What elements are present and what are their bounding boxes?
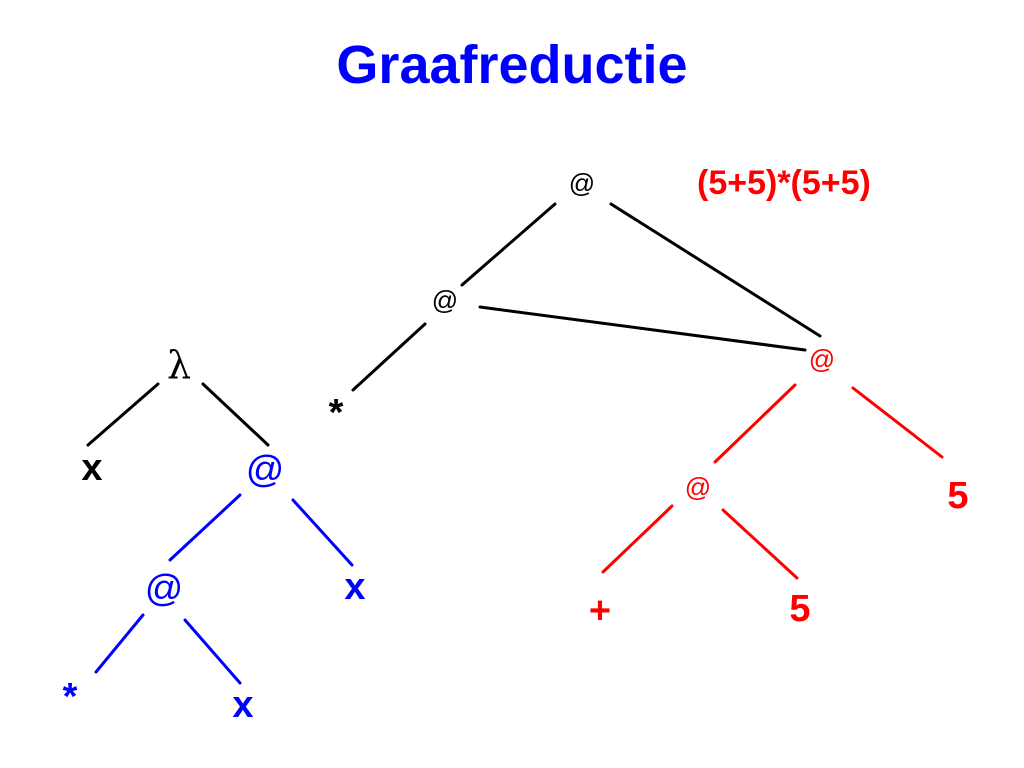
edge-inner-app-to-star [94, 613, 145, 674]
edge-root-to-shared-app [609, 202, 822, 338]
page-title: Graafreductie [336, 35, 688, 95]
blue-edges [94, 493, 354, 685]
edge-inner-app-to-shared-app [478, 305, 807, 352]
edge-app-to-inner-app [168, 493, 242, 562]
body-inner-application-node: @ [144, 568, 184, 610]
edge-inner-app-to-star [351, 322, 427, 392]
black-edges [86, 202, 822, 447]
shared-application-node: @ [808, 344, 836, 374]
multiply-operator-node: * [328, 392, 344, 434]
lambda-node: λ [166, 343, 192, 387]
body-multiply-operator-node: * [62, 676, 78, 718]
number-five-node-left: 5 [789, 588, 811, 630]
plus-operator-node: + [588, 590, 612, 632]
edge-shared-app-to-inner-app [713, 383, 797, 464]
edge-inner-app-to-plus [601, 504, 674, 574]
edge-lambda-to-x [86, 382, 160, 447]
edge-app-to-arg-x [291, 498, 354, 567]
edge-inner-app-to-five [721, 508, 799, 580]
lambda-param-x-node: x [81, 447, 103, 489]
body-operand-x-node: x [232, 684, 254, 726]
edge-root-to-inner-app [460, 202, 557, 287]
shared-inner-application-node: @ [684, 472, 712, 502]
number-five-node-right: 5 [947, 475, 969, 517]
root-application-node: @ [568, 168, 596, 198]
inner-application-node: @ [431, 285, 459, 315]
body-arg-x-node: x [344, 566, 366, 608]
expression-label: (5+5)*(5+5) [697, 164, 871, 202]
edge-inner-app-to-x [183, 618, 242, 685]
red-edges [601, 383, 944, 580]
body-application-node: @ [245, 449, 285, 491]
edge-shared-app-to-five [851, 386, 944, 459]
edge-lambda-to-app [201, 382, 270, 447]
